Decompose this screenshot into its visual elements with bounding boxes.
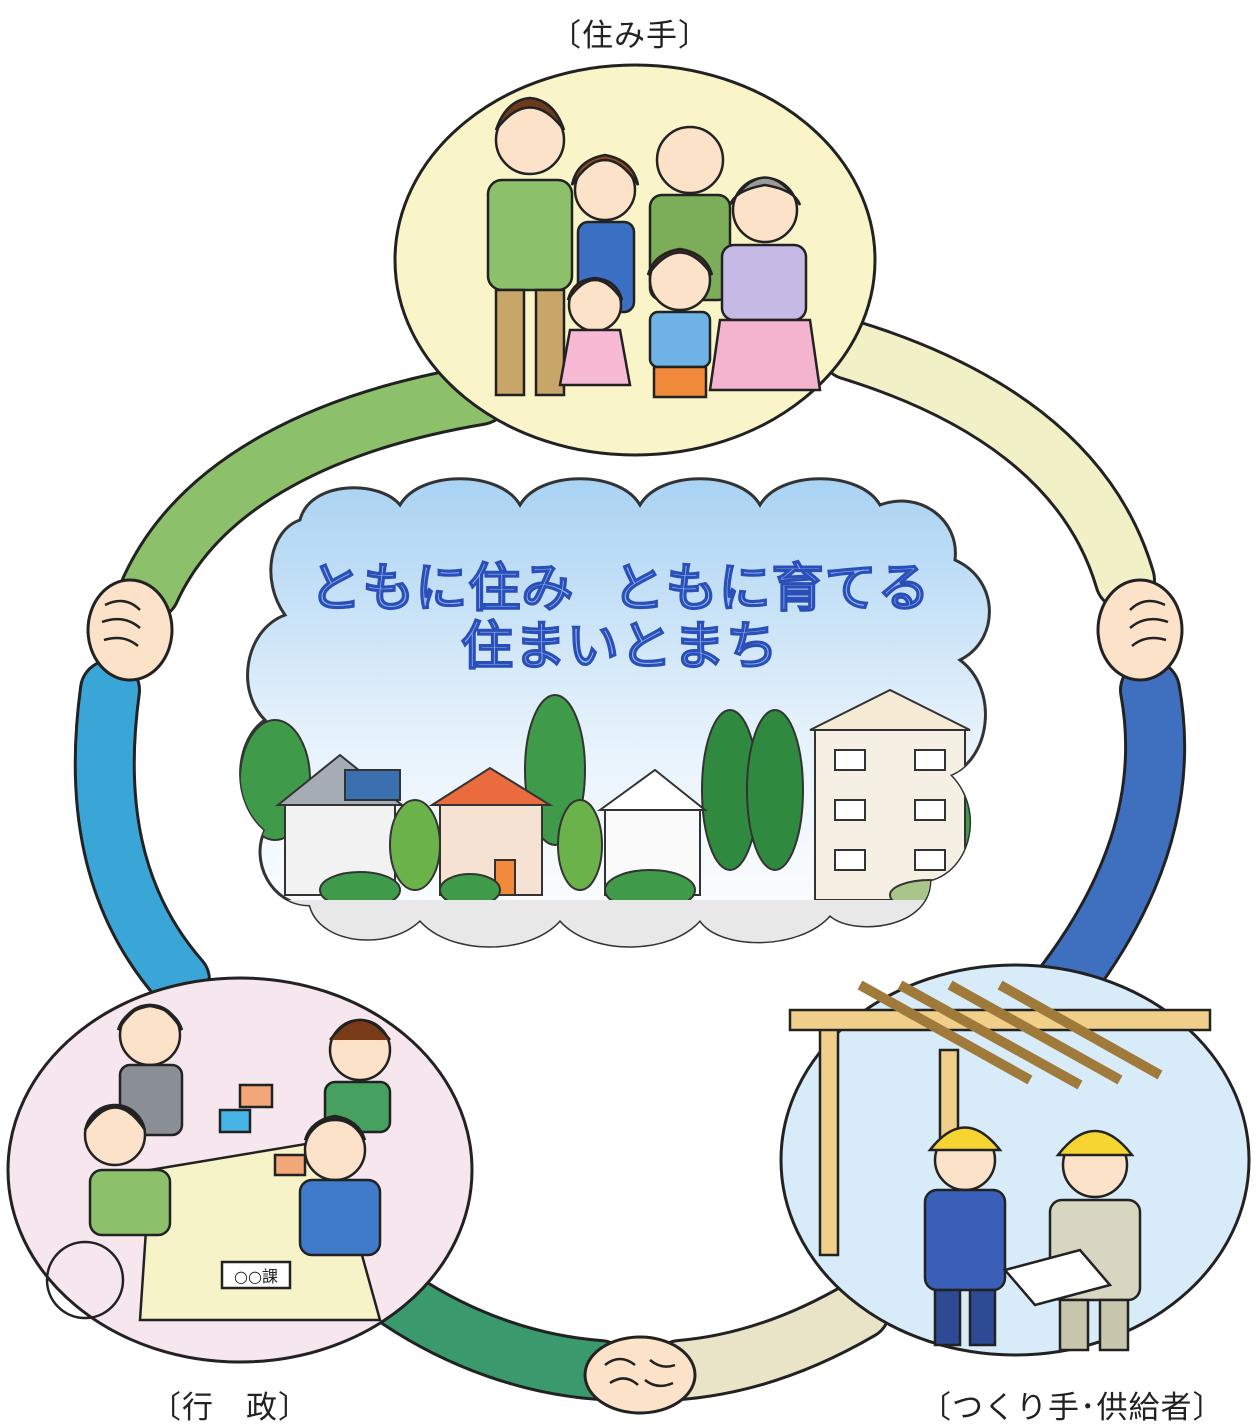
builders-circle bbox=[779, 963, 1251, 1357]
handshake-bottom-icon bbox=[583, 1335, 697, 1415]
meeting-illustration: ○○課 bbox=[45, 1003, 392, 1322]
construction-workers-illustration bbox=[788, 980, 1212, 1352]
family-illustration bbox=[486, 96, 822, 399]
handshake-right-icon bbox=[1096, 578, 1184, 682]
residents-circle bbox=[393, 63, 877, 457]
desk-sign: ○○課 bbox=[234, 1267, 278, 1286]
slogan-line-1: ともに住み ともに育てる bbox=[309, 559, 931, 619]
label-residents: 〔住み手〕 bbox=[550, 18, 710, 54]
government-circle: ○○課 bbox=[6, 976, 474, 1364]
label-builders-suppliers: 〔つくり手･供給者〕 bbox=[920, 1390, 1225, 1426]
town-cloud bbox=[239, 477, 991, 948]
slogan: ともに住み ともに育てる 住まいとまち bbox=[300, 559, 940, 677]
town-houses-illustration bbox=[240, 688, 990, 947]
ring-arms bbox=[73, 319, 1187, 1401]
slogan-line-2: 住まいとまち bbox=[460, 617, 779, 677]
label-government: 〔行 政〕 bbox=[150, 1390, 310, 1426]
handshake-left-icon bbox=[86, 578, 174, 682]
